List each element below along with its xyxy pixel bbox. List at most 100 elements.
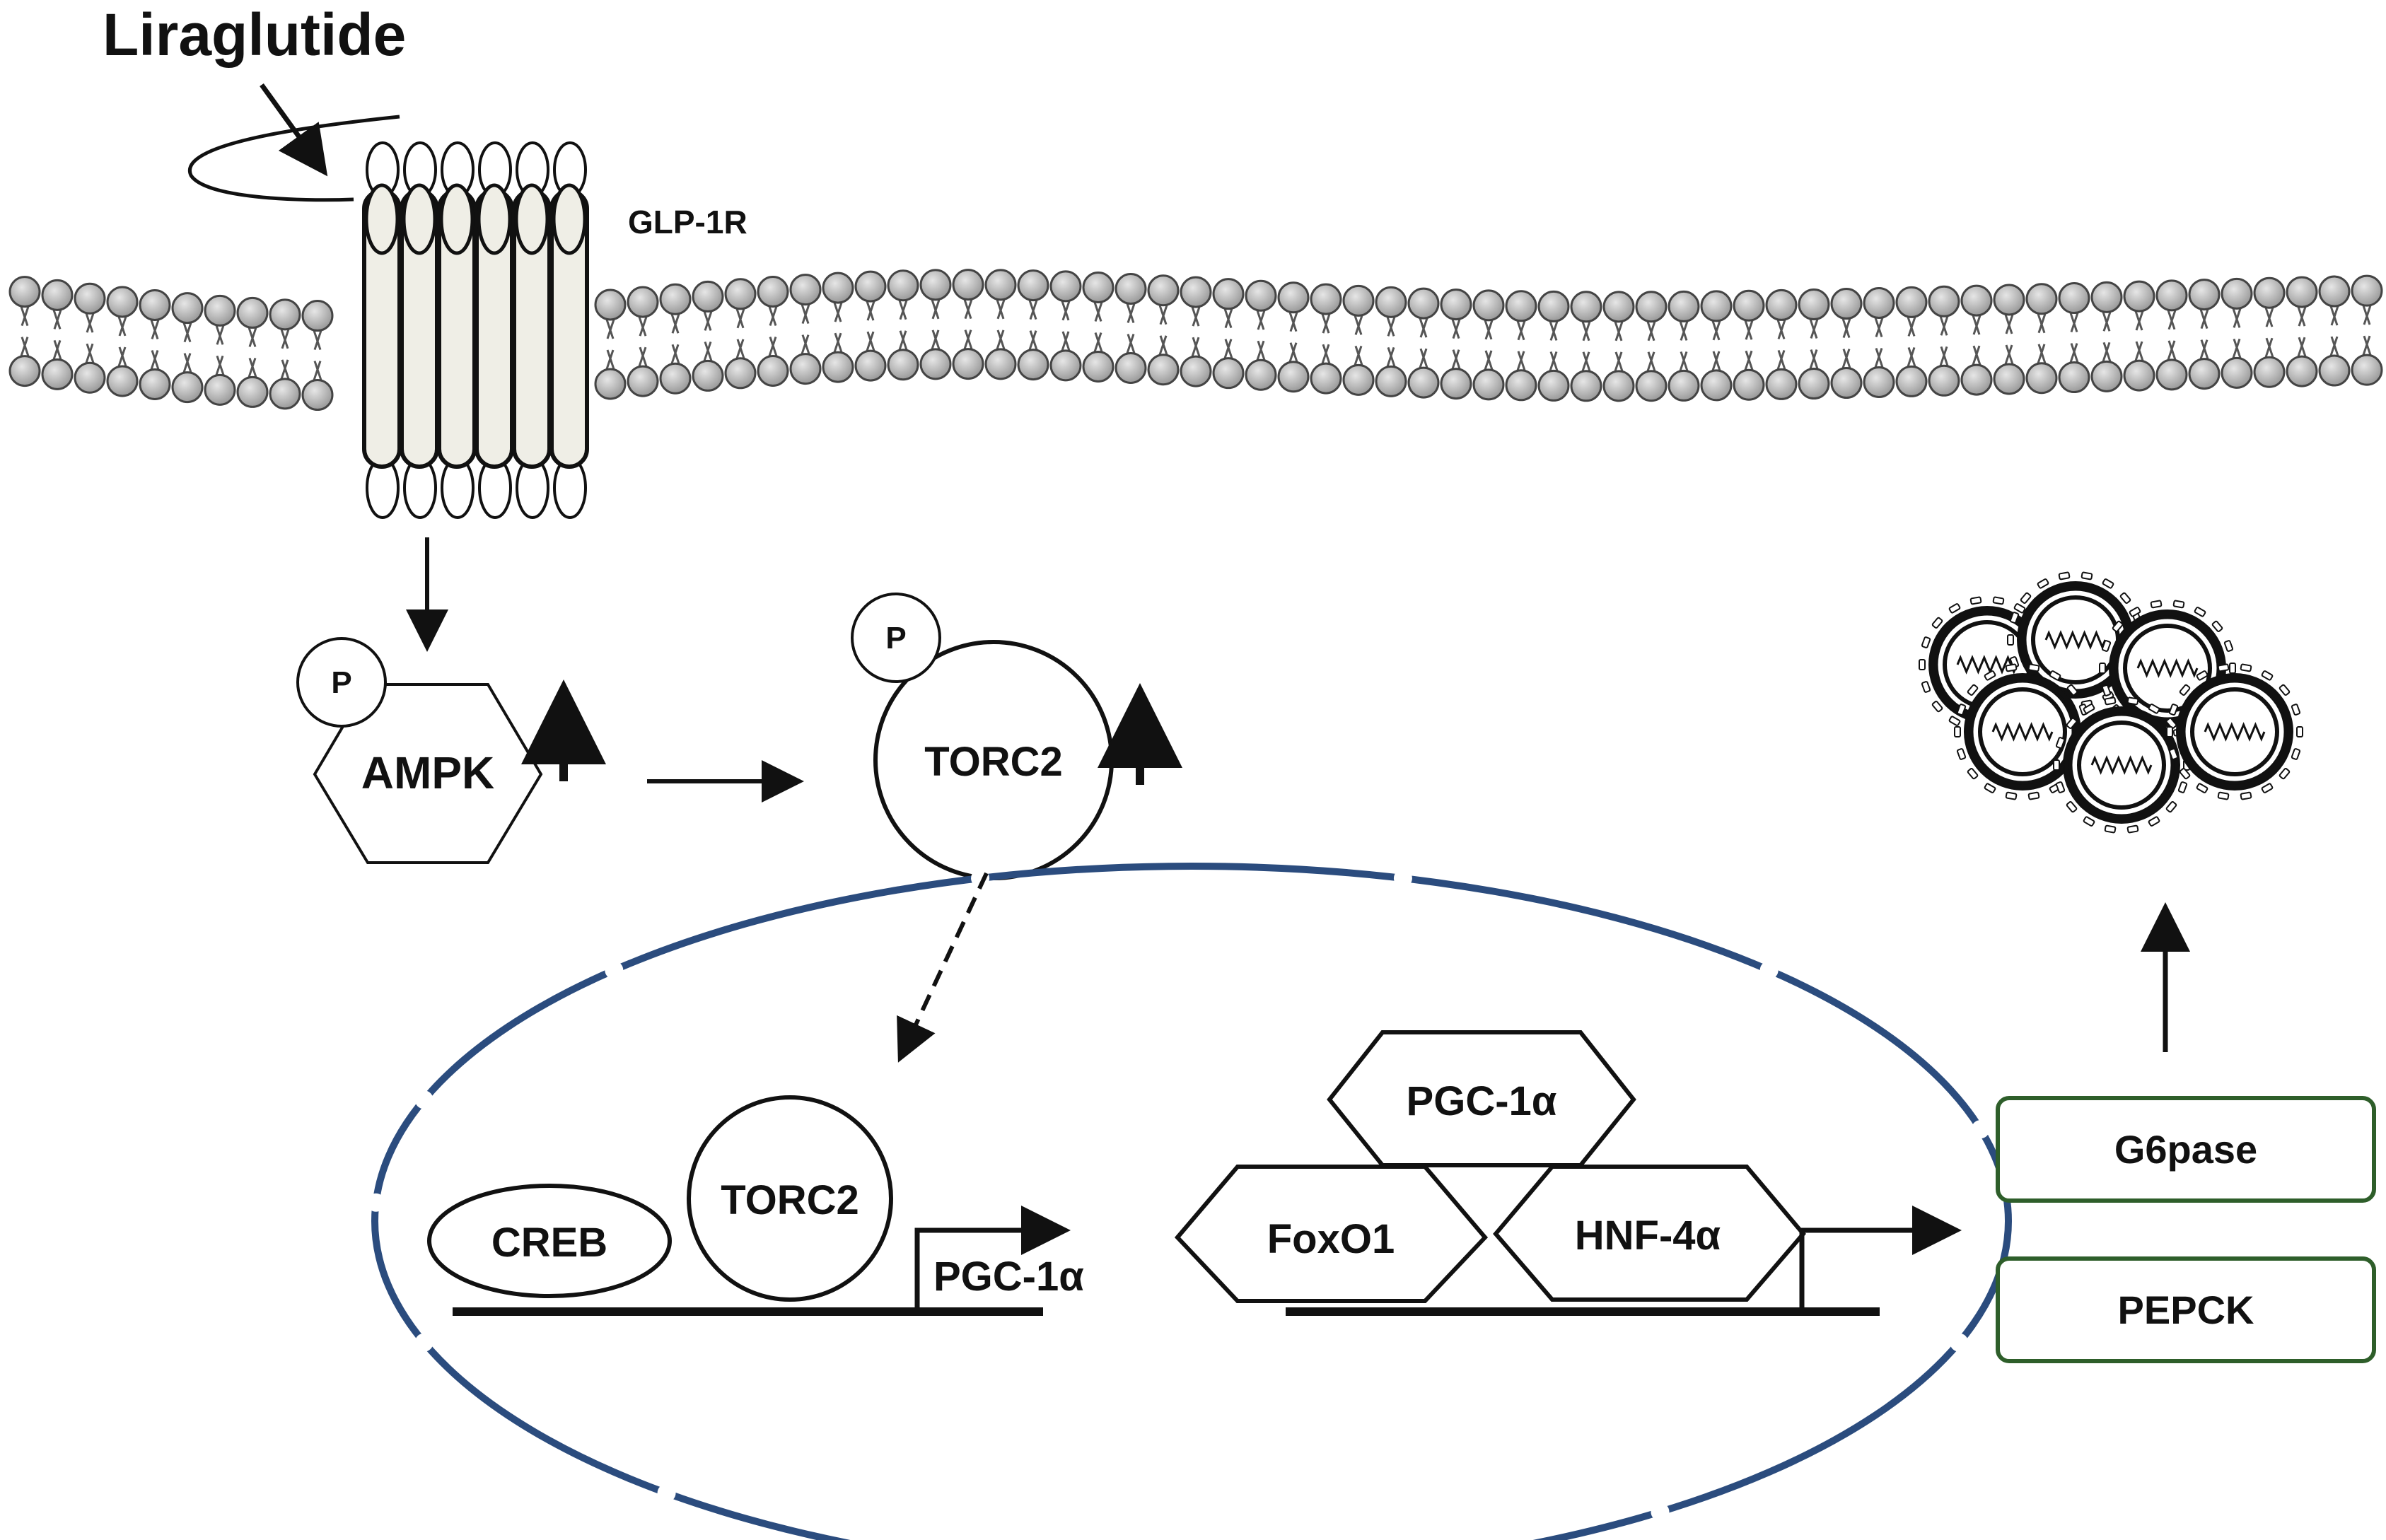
lipid-head: [1147, 274, 1180, 307]
lipid-head: [106, 286, 139, 318]
lipid-tail: [1320, 344, 1330, 366]
lipid-head: [1277, 281, 1310, 314]
torc2-label: TORC2: [924, 739, 1063, 785]
lipid-tail: [897, 330, 907, 353]
nucleus-envelope: [371, 863, 2012, 1540]
lipid-tail: [931, 329, 941, 352]
lipid-tail: [1094, 300, 1104, 322]
lipid-head: [1570, 291, 1602, 323]
lipid-tail: [1907, 314, 1917, 337]
lipid-tail: [1875, 348, 1885, 370]
granule-tick: [2083, 704, 2095, 714]
granule-tick: [2291, 748, 2301, 760]
lipid-tail: [1224, 306, 1234, 329]
lipid-tail: [248, 357, 258, 380]
granule-tick: [1967, 684, 1979, 696]
lipid-head: [204, 373, 236, 406]
lipid-head: [1830, 288, 1863, 320]
lipid-tail: [1712, 351, 1722, 373]
nuclear-pore: [1393, 869, 1412, 888]
lipid-tail: [1940, 313, 1950, 336]
lipid-head: [1960, 363, 1993, 396]
granule-tick: [2027, 663, 2040, 672]
lipid-tail: [1483, 317, 1493, 340]
lipid-head: [822, 272, 854, 304]
granule-tick: [2104, 696, 2117, 706]
lipid-head: [2058, 361, 2090, 394]
lipid-tail: [670, 344, 680, 366]
lipid-tail: [1452, 317, 1462, 339]
granule-tick: [1956, 704, 1967, 716]
lipid-head: [301, 379, 334, 412]
liraglutide-label: Liraglutide: [103, 1, 406, 68]
lipid-tail: [605, 317, 615, 339]
granule-chain: [2136, 658, 2199, 678]
lipid-head: [1472, 368, 1505, 401]
helix-cap: [364, 183, 400, 255]
granule-tick: [2112, 620, 2124, 632]
lipid-tail: [2330, 303, 2340, 326]
lipid-tail: [1257, 308, 1267, 330]
lipid-tail: [1190, 304, 1200, 327]
lipid-tail: [1613, 319, 1623, 342]
lipid-tail: [1515, 351, 1525, 373]
lipid-tail: [801, 302, 811, 325]
lipid-head: [1342, 363, 1375, 396]
lipid-tail: [1841, 316, 1851, 339]
lipid-tail: [1971, 345, 1981, 368]
lipid-tail: [1061, 298, 1071, 321]
lipid-tail: [2363, 335, 2373, 358]
lipid-tail: [2134, 308, 2143, 331]
lipid-tail: [1125, 334, 1135, 356]
lipid-head: [1407, 366, 1440, 399]
lipid-head: [1537, 290, 1570, 322]
lipid-tail: [1972, 345, 1982, 368]
granule-tick: [2049, 670, 2061, 681]
lipid-tail: [2135, 308, 2145, 331]
lipid-tail: [86, 343, 95, 366]
nuclear-pore: [366, 1193, 385, 1212]
foxo1-label: FoxO1: [1267, 1216, 1395, 1262]
lipid-tail: [19, 304, 29, 327]
lipid-tail: [1385, 346, 1395, 369]
lipid-tail: [930, 297, 940, 320]
lipid-head: [2253, 276, 2286, 309]
lipid-tail: [1127, 334, 1136, 356]
lipid-tail: [1223, 306, 1233, 329]
lipid-tail: [1776, 317, 1786, 339]
lipid-tail: [1680, 318, 1689, 341]
lipid-head: [919, 269, 952, 301]
lipid-tail: [866, 331, 876, 354]
lipid-tail: [1808, 349, 1818, 372]
lipid-tail: [637, 314, 647, 337]
lipid-head: [1570, 370, 1602, 402]
lipid-head: [1375, 365, 1407, 397]
lipid-head: [1407, 287, 1440, 320]
nuclear-pore: [414, 1333, 433, 1352]
creb-ellipse: [427, 1184, 672, 1298]
lipid-head: [1212, 357, 1245, 390]
lipid-tail: [1549, 318, 1559, 341]
nuclear-pore: [1651, 1503, 1670, 1522]
lipid-head: [171, 371, 204, 404]
lipid-tail: [931, 297, 941, 320]
lipid-tail: [313, 361, 323, 383]
lipid-head: [627, 365, 659, 397]
lipid-head: [2188, 279, 2221, 311]
lipid-tail: [2265, 337, 2275, 360]
lipid-tail: [1873, 348, 1883, 370]
ampk-phospho-label: P: [331, 665, 351, 700]
lipid-tail: [52, 339, 62, 362]
cell-membrane-bilayer: [8, 269, 2383, 412]
lipid-tail: [118, 314, 128, 337]
granule-tick: [2027, 791, 2040, 800]
lipid-tail: [1906, 314, 1916, 337]
lipid-tail: [1354, 313, 1364, 335]
granule-tick: [1969, 596, 1982, 605]
lipid-head: [854, 270, 887, 303]
lipid-tail: [1515, 318, 1525, 341]
lipid-tail: [2003, 344, 2013, 367]
lipid-tail: [2231, 338, 2241, 361]
lipid-tail: [2134, 341, 2143, 363]
